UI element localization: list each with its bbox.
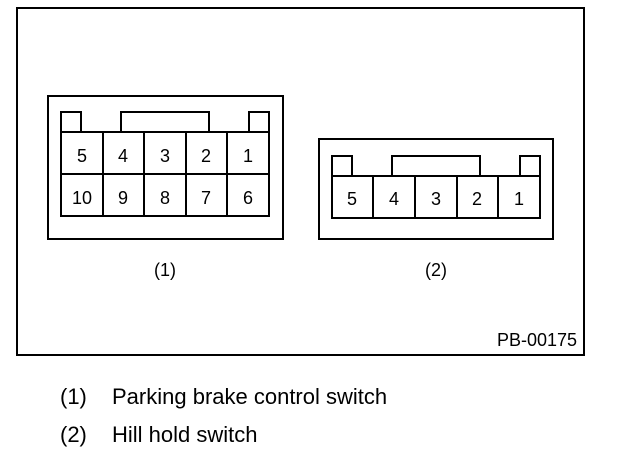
legend-item: (1) Parking brake control switch [60, 384, 387, 410]
legend-text: Hill hold switch [112, 422, 258, 447]
connector-1-pin-number: 8 [160, 188, 170, 208]
diagram-frame [16, 7, 585, 356]
connector-1: 5 4 3 2 1 10 9 8 7 6 (1) [47, 95, 284, 280]
connector-2-left-tab [331, 155, 353, 177]
connector-1-pin-number: 1 [243, 146, 253, 166]
connector-2-right-tab [519, 155, 541, 177]
connector-2-label: (2) [425, 260, 447, 280]
connector-1-pin-number: 9 [118, 188, 128, 208]
connector-1-pin-number: 10 [72, 188, 92, 208]
connector-2-pin-row [331, 175, 541, 219]
connector-1-pin-number: 6 [243, 188, 253, 208]
legend-item: (2) Hill hold switch [60, 422, 258, 448]
connector-1-label: (1) [154, 260, 176, 280]
connector-2-center-key [391, 155, 481, 177]
connector-2-pin-number: 4 [389, 189, 399, 209]
legend-number: (1) [60, 384, 87, 409]
connector-1-pin-number: 3 [160, 146, 170, 166]
legend-text: Parking brake control switch [112, 384, 388, 409]
connector-1-pin-number: 4 [118, 146, 128, 166]
connector-1-housing [47, 95, 284, 240]
connector-2-pin-number: 1 [514, 189, 524, 209]
connector-1-right-tab [248, 111, 270, 133]
connector-1-left-tab [60, 111, 82, 133]
connector-2-pin-number: 5 [347, 189, 357, 209]
connector-1-pin-number: 5 [77, 146, 87, 166]
legend-number: (2) [60, 422, 87, 447]
connector-1-center-key [120, 111, 210, 133]
connector-2-pin-number: 3 [431, 189, 441, 209]
connector-2-pin-number: 2 [472, 189, 482, 209]
connector-2-housing [318, 138, 554, 240]
connector-1-pin-number: 7 [201, 188, 211, 208]
connector-1-pin-number: 2 [201, 146, 211, 166]
figure-id: PB-00175 [497, 330, 577, 350]
connector-2: 5 4 3 2 1 (2) [318, 138, 554, 280]
